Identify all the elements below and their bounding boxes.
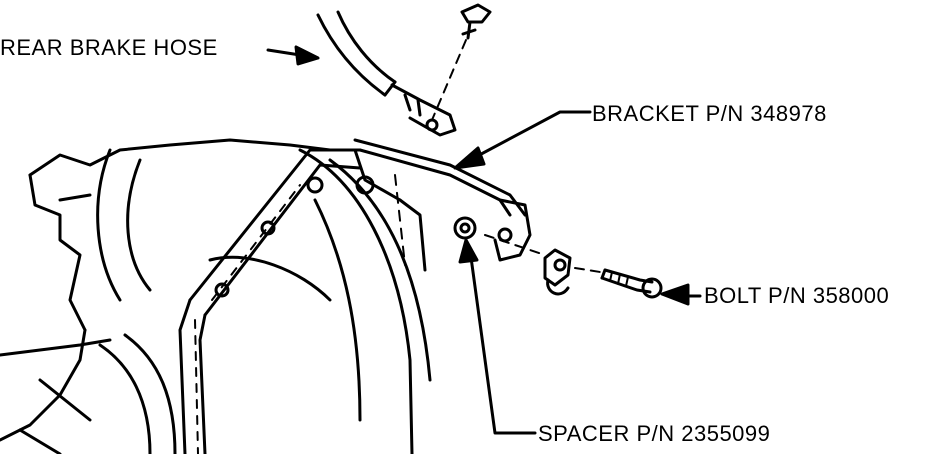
leader-bracket — [453, 110, 592, 170]
brake-line-strap — [178, 148, 362, 454]
bolt-part — [600, 268, 663, 299]
axle-housing — [0, 138, 332, 454]
bracket-part — [353, 138, 532, 272]
leader-bolt — [660, 283, 702, 306]
screw-assembly-line — [431, 39, 467, 121]
top-screw — [460, 3, 492, 40]
label-rear-brake-hose: REAR BRAKE HOSE — [0, 35, 218, 60]
label-bracket: BRACKET P/N 348978 — [592, 101, 827, 126]
label-bolt: BOLT P/N 358000 — [704, 283, 890, 308]
hose-clip — [543, 248, 572, 296]
leader-spacer — [458, 238, 537, 435]
rear-brake-hose — [316, 10, 457, 137]
spacer-part — [453, 216, 477, 240]
bolt-assembly-line — [484, 234, 601, 273]
label-spacer: SPACER P/N 2355099 — [538, 421, 771, 446]
leader-hose — [266, 45, 320, 66]
